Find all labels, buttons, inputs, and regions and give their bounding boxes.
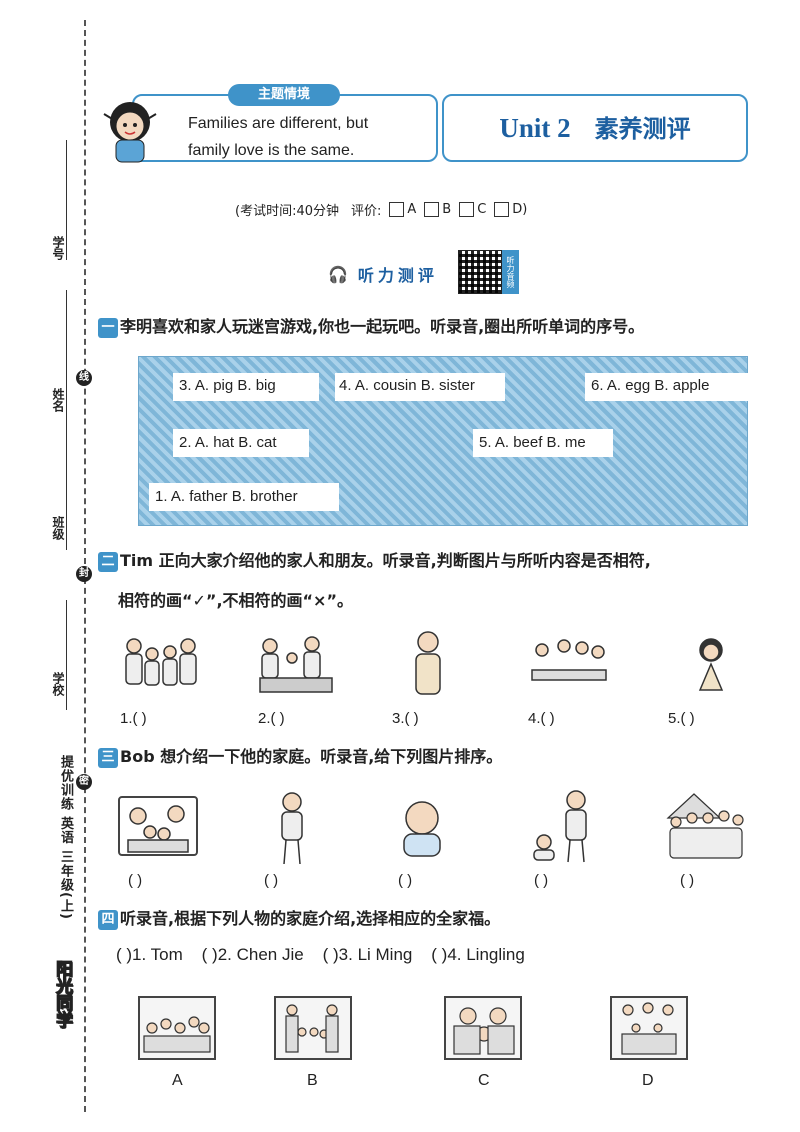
q2-blank-2[interactable]: 2.( ) [258, 710, 285, 727]
maze-item-1[interactable]: 1. A. father B. brother [155, 488, 298, 505]
q4-choices: ( )1. Tom ( )2. Chen Jie ( )3. Li Ming (… [116, 945, 525, 965]
q3-picture-2 [272, 790, 312, 866]
photo-label-c: C [478, 1072, 490, 1089]
grade-option-b: B [442, 202, 452, 217]
q2-blank-1[interactable]: 1.( ) [120, 710, 147, 727]
family-photo-a [138, 996, 216, 1060]
maze-board: 3. A. pig B. big 4. A. cousin B. sister … [138, 356, 749, 526]
q3-picture-4 [528, 788, 598, 864]
q3-blank-2[interactable]: ( ) [264, 872, 279, 889]
unit-title: 素养测评 [594, 115, 691, 143]
photo-label-d: D [642, 1072, 654, 1089]
q3-picture-1 [118, 796, 198, 856]
q2-text-2: 相符的画“✓”,不相符的画“×”。 [118, 591, 353, 610]
girl-illustration [96, 92, 166, 166]
school-line [66, 600, 67, 710]
maze-item-3[interactable]: 3. A. pig B. big [179, 377, 276, 394]
seal-mark-seal: 封 [76, 566, 92, 582]
q2-picture-4 [528, 636, 610, 694]
q4-choice-1[interactable]: ( )1. Tom [116, 945, 183, 964]
q2-picture-2 [256, 632, 336, 696]
name-line [66, 290, 67, 440]
q1-head: 一李明喜欢和家人玩迷宫游戏,你也一起玩吧。听录音,圈出所听单词的序号。 [98, 312, 644, 342]
class-line [66, 440, 67, 550]
theme-line-1: Families are different, but [188, 115, 369, 132]
binding-strip: 学号 姓名 班级 学校 线 封 密 提优训练 英语 三年级(上) 阳光同学 [0, 0, 92, 1132]
q2-picture-3 [408, 628, 448, 698]
q3-blank-5[interactable]: ( ) [680, 872, 695, 889]
exam-info: (考试时间:40分钟 评价: A B C D) [235, 200, 527, 219]
q1-number: 一 [98, 317, 118, 338]
q3-blank-1[interactable]: ( ) [128, 872, 143, 889]
listening-section-title: 🎧 听力测评 [328, 262, 438, 286]
theme-line-2: family love is the same. [188, 142, 355, 159]
grade-label: 评价: [351, 204, 382, 219]
q2-head-2: 相符的画“✓”,不相符的画“×”。 [118, 586, 353, 616]
q4-choice-4[interactable]: ( )4. Lingling [431, 945, 525, 964]
grade-option-a: A [407, 202, 417, 217]
seal-mark-line: 线 [76, 370, 92, 386]
family-photo-c [444, 996, 522, 1060]
q3-picture-3 [394, 798, 450, 860]
q3-number: 三 [98, 747, 118, 768]
class-label: 班级 [51, 516, 65, 540]
grade-checkbox-a[interactable] [389, 202, 405, 217]
q4-number: 四 [98, 909, 118, 930]
q2-blank-3[interactable]: 3.( ) [392, 710, 419, 727]
grade-checkbox-b[interactable] [424, 202, 440, 217]
maze-item-4[interactable]: 4. A. cousin B. sister [339, 377, 475, 394]
family-photo-d [610, 996, 688, 1060]
photo-label-b: B [307, 1072, 318, 1089]
headphone-icon: 🎧 [328, 264, 352, 284]
qr-code-icon[interactable] [458, 250, 502, 294]
exam-time: (考试时间:40分钟 [235, 204, 339, 219]
id-line [66, 140, 67, 260]
unit-title-box: Unit 2 素养测评 [442, 94, 748, 162]
theme-text: Families are different, but family love … [188, 110, 428, 164]
series-title: 提优训练 英语 三年级(上) [58, 755, 73, 920]
q2-text-1: Tim 正向大家介绍他的家人和朋友。听录音,判断图片与所听内容是否相符, [120, 551, 651, 570]
unit-number: Unit 2 [499, 113, 571, 143]
theme-tag: 主题情境 [228, 84, 340, 106]
grade-checkbox-c[interactable] [459, 202, 475, 217]
q2-picture-1 [120, 632, 206, 696]
listening-title: 听力测评 [357, 266, 438, 285]
publisher-logo: 阳光同学 [52, 960, 73, 1029]
q2-picture-5 [694, 636, 728, 696]
q3-text: Bob 想介绍一下他的家庭。听录音,给下列图片排序。 [120, 747, 503, 766]
seal-mark-secret: 密 [76, 774, 92, 790]
id-label: 学号 [51, 236, 65, 260]
q2-blank-4[interactable]: 4.( ) [528, 710, 555, 727]
q2-number: 二 [98, 551, 118, 572]
maze-item-5[interactable]: 5. A. beef B. me [479, 434, 586, 451]
q2-blank-5[interactable]: 5.( ) [668, 710, 695, 727]
q3-blank-3[interactable]: ( ) [398, 872, 413, 889]
maze-item-2[interactable]: 2. A. hat B. cat [179, 434, 277, 451]
grade-option-c: C [477, 202, 487, 217]
qr-tag: 听力音频 [502, 250, 519, 294]
q4-choice-2[interactable]: ( )2. Chen Jie [201, 945, 304, 964]
grade-checkbox-d[interactable] [494, 202, 510, 217]
family-photo-b [274, 996, 352, 1060]
grade-option-d: D) [512, 202, 528, 217]
q3-blank-4[interactable]: ( ) [534, 872, 549, 889]
q3-picture-5 [664, 788, 748, 864]
q4-head: 四听录音,根据下列人物的家庭介绍,选择相应的全家福。 [98, 904, 500, 934]
q1-text: 李明喜欢和家人玩迷宫游戏,你也一起玩吧。听录音,圈出所听单词的序号。 [120, 317, 645, 336]
school-label: 学校 [51, 672, 65, 696]
maze-item-6[interactable]: 6. A. egg B. apple [591, 377, 710, 394]
name-label: 姓名 [51, 388, 65, 412]
photo-label-a: A [172, 1072, 183, 1089]
q4-choice-3[interactable]: ( )3. Li Ming [322, 945, 413, 964]
q4-text: 听录音,根据下列人物的家庭介绍,选择相应的全家福。 [120, 909, 501, 928]
